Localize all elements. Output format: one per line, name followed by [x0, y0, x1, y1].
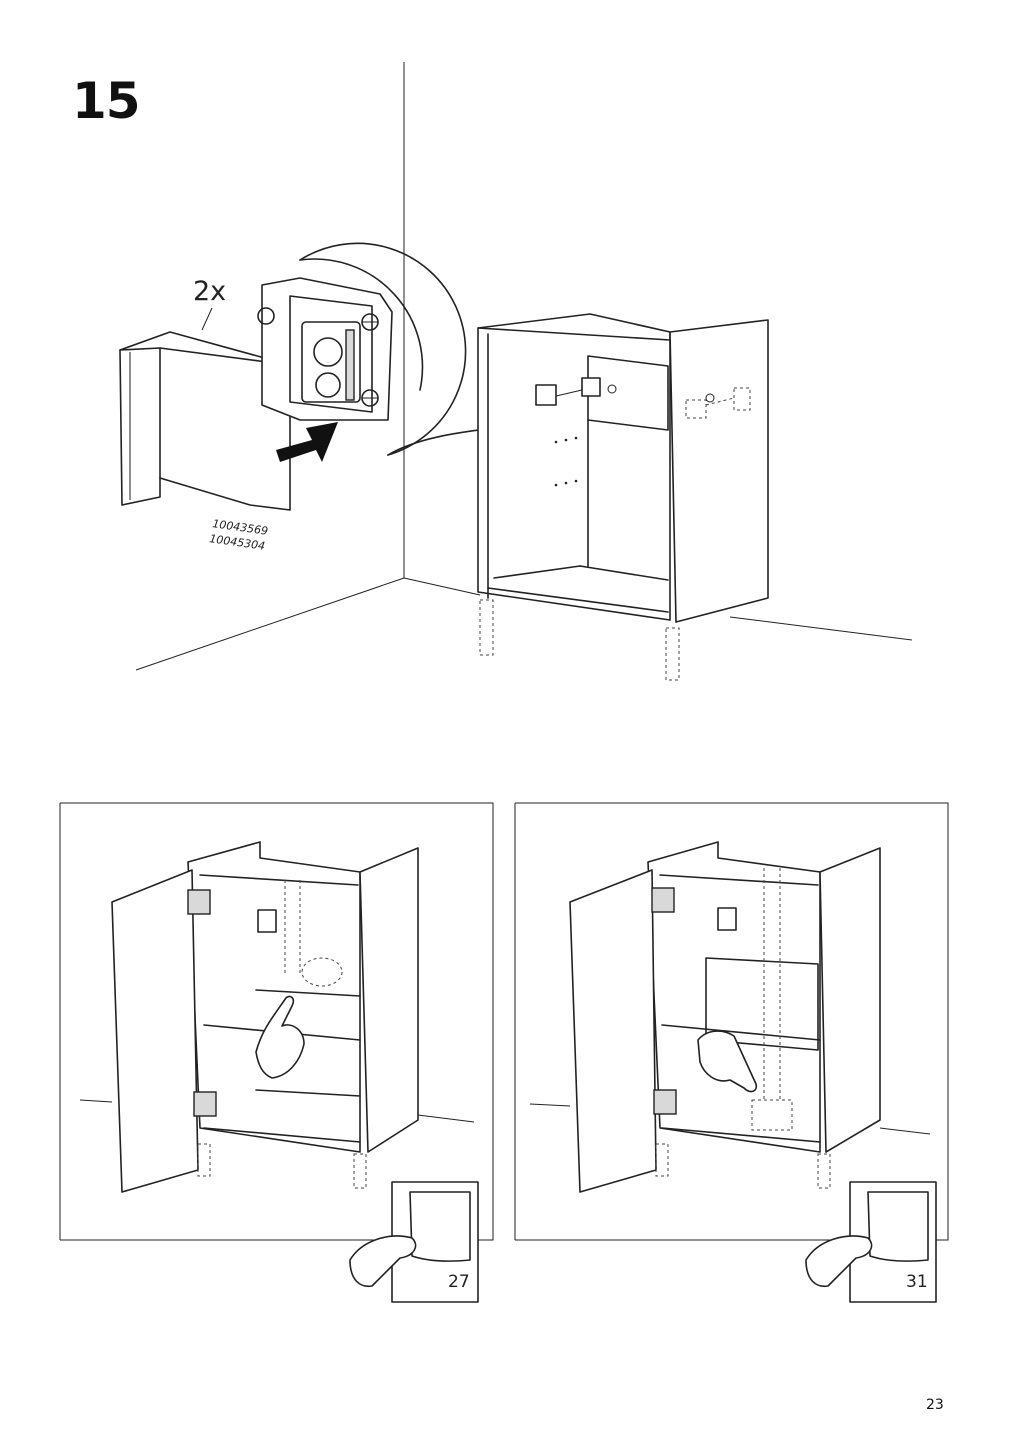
page-number: 23	[926, 1397, 944, 1413]
page-turn-icon	[805, 1235, 873, 1288]
page-turn-icon	[349, 1235, 417, 1288]
cabinet-panel-1	[79, 841, 475, 1193]
page-reference: 27	[448, 1272, 470, 1292]
quantity-label: 2x	[193, 276, 226, 307]
step-number: 15	[72, 72, 141, 130]
pressing-hand-icon	[255, 995, 305, 1079]
cabinet-main	[477, 313, 769, 681]
panel-1-frame	[59, 802, 494, 1241]
page-reference-box-2: 31	[805, 1181, 937, 1303]
pressing-hand-icon	[697, 1030, 758, 1093]
push-arrow-icon	[276, 422, 338, 462]
page-reference: 31	[906, 1272, 928, 1292]
page-reference-box-1: 27	[349, 1181, 479, 1303]
cabinet-panel-2	[529, 841, 931, 1193]
room-corner	[135, 62, 913, 671]
cover-part	[119, 331, 291, 511]
panel-2-frame	[514, 802, 949, 1241]
